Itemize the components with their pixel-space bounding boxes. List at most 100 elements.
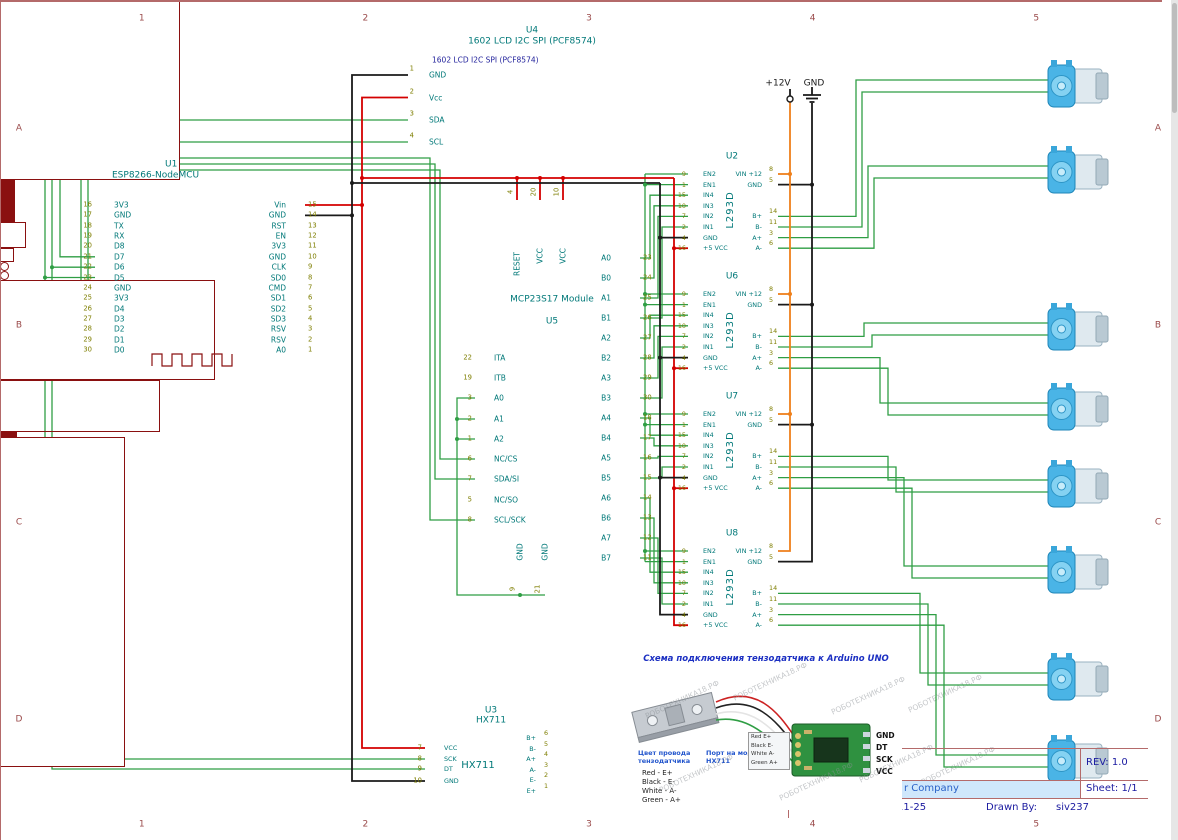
junction-dot: [643, 292, 647, 296]
wire-signal: [80, 141, 408, 341]
wire-signal: [778, 177, 1048, 249]
wire-signal: [640, 466, 688, 479]
wire-signal: [640, 417, 688, 436]
wire-signal: [778, 79, 1048, 218]
junction-dot: [455, 417, 459, 421]
title-block-line: [788, 798, 1148, 799]
title-block-line: [788, 780, 1148, 781]
loadcell-wire-red: [715, 695, 795, 737]
mini-row: White A-: [751, 751, 775, 757]
wire-signal: [640, 537, 688, 595]
wire-signal: [87, 119, 408, 330]
watermark: РОБОТЕХНИКА18.РФ: [731, 660, 809, 703]
pcb-pin-label: SCK: [876, 755, 893, 764]
wire-signal: [778, 165, 1048, 239]
junction-dot: [672, 366, 676, 371]
loadcell-inset: Схема подключения тензодатчика к Arduino…: [630, 652, 935, 810]
wire-signal: [778, 592, 1048, 674]
junction-dot: [515, 176, 519, 180]
junction-dot: [672, 486, 676, 491]
wire-power-12v: [778, 102, 791, 552]
junction-dot: [788, 292, 792, 296]
pcb-pin-label: VCC: [876, 767, 893, 776]
wire-signal: [640, 455, 688, 459]
junction-dot: [643, 182, 647, 187]
pcb-pin-label: GND: [876, 731, 895, 740]
mini-row: Black E-: [751, 742, 774, 749]
junction-dot: [643, 549, 647, 553]
junction-dot: [672, 246, 676, 251]
watermark: РОБОТЕХНИКА18.РФ: [643, 678, 721, 721]
wire-signal: [44, 157, 475, 760]
wire-color-mini-table: Red E+ Black E- White A- Green A+: [748, 732, 790, 770]
wire-signal: [640, 335, 688, 379]
wire-signal: [640, 215, 688, 299]
mini-row: Red E+: [751, 734, 772, 740]
junction-dot: [658, 355, 662, 360]
wire-signal: [51, 163, 475, 770]
mini-row: Green A+: [751, 759, 778, 766]
hx711-board-drawing: [791, 723, 871, 777]
wire-signal: [778, 367, 1048, 416]
junction-dot: [788, 412, 792, 416]
junction-dot: [658, 235, 662, 240]
wire-signal: [640, 346, 688, 399]
wire-color-list: Red - E+Black - E-White - A-Green - A+: [630, 652, 902, 810]
sheet-number: Sheet: 1/1: [1086, 783, 1138, 794]
scrollbar-thumb[interactable]: [1172, 3, 1177, 113]
wire-power-5v: [673, 178, 688, 627]
wire-signal: [640, 205, 688, 279]
watermark: РОБОТЕХНИКА18.РФ: [829, 674, 907, 717]
wire-color-row: Black - E-: [642, 778, 675, 786]
company-name: r Company: [904, 783, 959, 794]
watermark: РОБОТЕХНИКА18.РФ: [657, 752, 735, 795]
title-block-line: [788, 748, 1148, 749]
junction-dot: [810, 182, 814, 187]
wire-signal: [456, 397, 545, 596]
wire-signal: [778, 455, 1048, 481]
wire-signal: [640, 325, 688, 359]
junction-dot: [360, 176, 364, 180]
title-block-line: [1080, 748, 1081, 798]
wire-ground: [659, 183, 688, 616]
junction-dot: [50, 265, 54, 270]
junction-dot: [518, 593, 522, 597]
revision: REV: 1.0: [1086, 757, 1128, 768]
watermark: РОБОТЕХНИКА18.РФ: [777, 760, 855, 803]
wire-color-row: Red - E+: [642, 769, 673, 777]
inset-col2-header: Порт на модуле HX711: [706, 749, 767, 765]
wire-color-row: White - A-: [642, 787, 677, 795]
inset-title: Схема подключения тензодатчика к Arduino…: [643, 654, 889, 664]
junction-dot: [643, 302, 647, 307]
junction-dot: [643, 422, 647, 427]
junction-dot: [810, 422, 814, 427]
wire-signal: [778, 466, 1048, 493]
junction-dot: [658, 475, 662, 480]
junction-dot: [43, 275, 47, 280]
scrollbar[interactable]: [1171, 0, 1178, 840]
wire-signal: [778, 91, 1048, 228]
junction-dot: [538, 176, 542, 180]
wire-power-5v: [361, 96, 425, 749]
junction-dot: [810, 302, 814, 307]
junction-dot: [350, 213, 354, 218]
wire-signal: [778, 334, 1048, 348]
junction-dot: [561, 176, 565, 180]
drawn-by-label: Drawn By:: [986, 802, 1038, 813]
wire-signal: [778, 613, 1048, 756]
drawn-by-value: siv237: [1056, 802, 1089, 813]
wire-color-row: Green - A+: [642, 796, 681, 804]
inset-col1-header: Цвет провода тензодатчика: [638, 749, 691, 765]
wire-signal: [778, 487, 1048, 579]
wire-signal: [640, 557, 688, 605]
junction-dot: [643, 412, 647, 416]
junction-dot: [455, 437, 459, 441]
power-12v-terminal: [786, 95, 794, 103]
wire-signal: [778, 476, 1048, 567]
wire-ground: [778, 103, 813, 563]
wire-signal: [640, 226, 688, 319]
wire-signal: [640, 437, 688, 447]
